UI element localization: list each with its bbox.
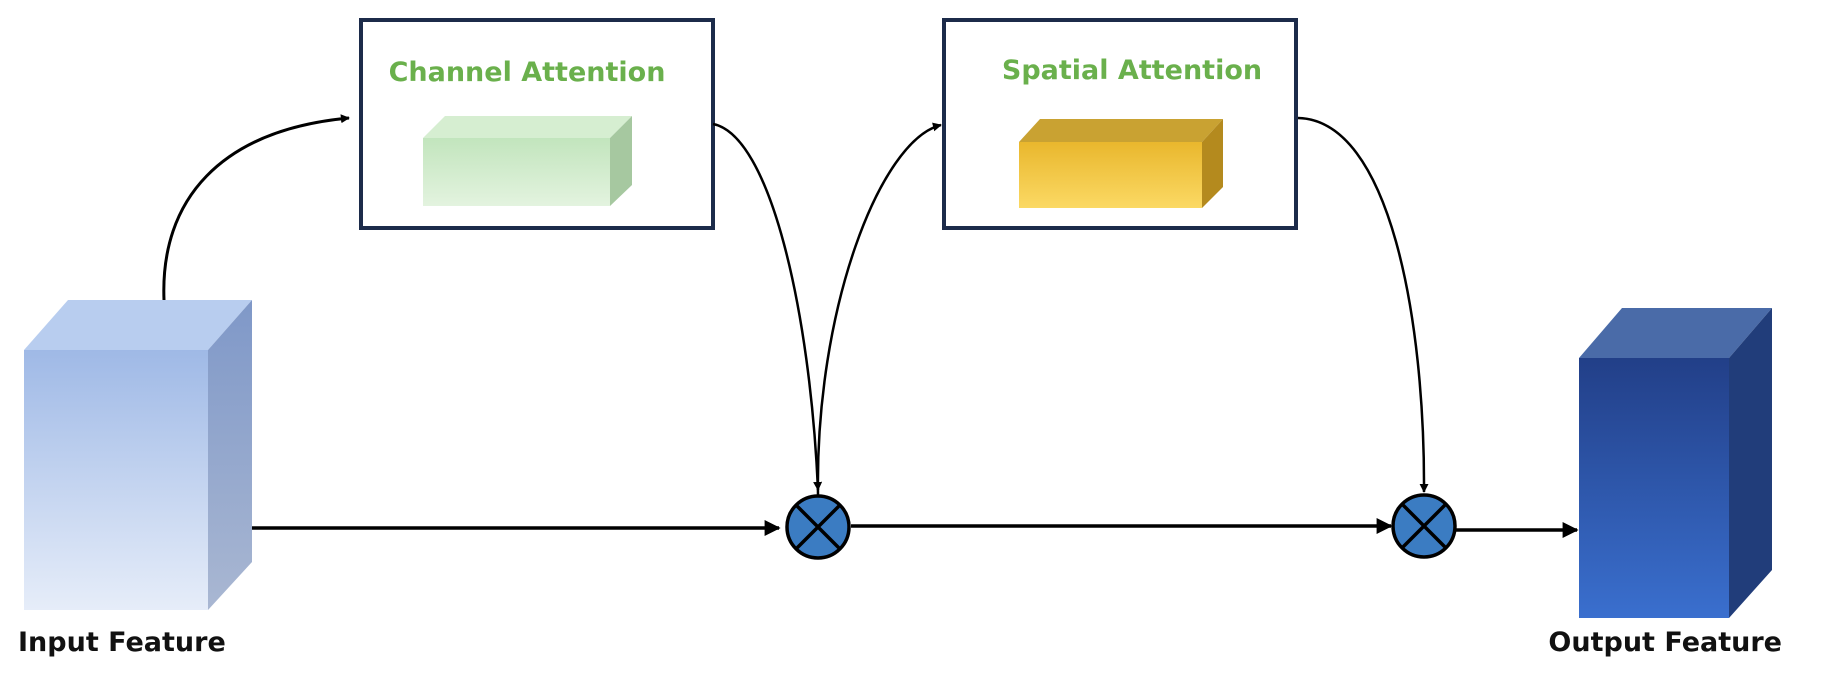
- arrow-multiply-1-to-spatial-attention: [816, 122, 942, 496]
- channel-attention-cube: [423, 116, 632, 206]
- arrow-channel-attention-to-multiply-1: [712, 122, 823, 491]
- output-feature-cube: [1579, 308, 1772, 618]
- multiply-operator-2: [1391, 493, 1457, 559]
- output-feature-label: Output Feature: [1548, 627, 1782, 658]
- channel-attention-title: Channel Attention: [389, 57, 666, 88]
- spatial-attention-module: Spatial Attention: [942, 18, 1298, 230]
- elementwise-multiply-icon: [785, 494, 851, 560]
- elementwise-multiply-icon: [1391, 493, 1457, 559]
- arrow-input-to-channel-attention: [162, 114, 350, 301]
- multiply-operator-1: [785, 494, 851, 560]
- input-feature-cube: [24, 300, 252, 610]
- input-feature-label: Input Feature: [18, 627, 226, 658]
- arrow-spatial-attention-to-multiply-2: [1297, 116, 1429, 493]
- channel-attention-module: Channel Attention: [359, 18, 715, 230]
- spatial-attention-cube: [1019, 119, 1223, 208]
- spatial-attention-title: Spatial Attention: [1002, 55, 1262, 86]
